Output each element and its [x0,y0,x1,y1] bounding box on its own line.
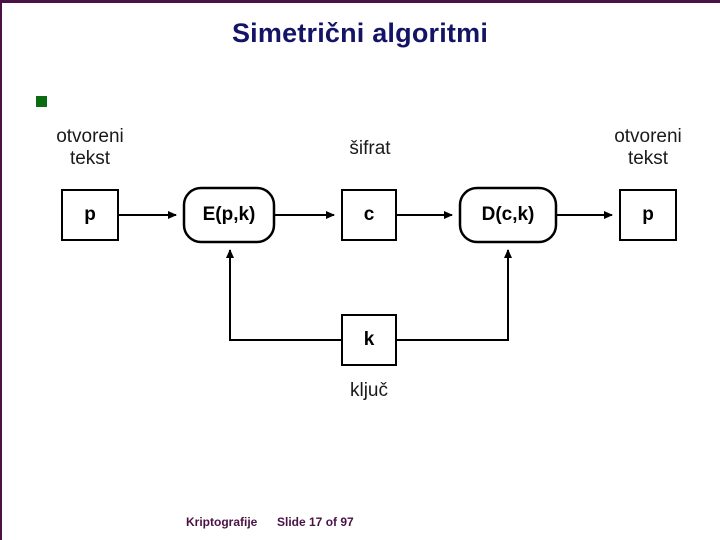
page-title: Simetrični algoritmi [231,18,489,48]
diagram-svg [61,186,677,366]
slide-top-border [0,0,720,3]
arrow-key-to-encrypt [226,249,342,341]
label-plaintext-left-line2: tekst [69,147,111,169]
label-key: ključ [349,380,388,401]
node-plaintext-in-box [61,189,119,241]
label-plaintext-right-line1: otvoreni [614,126,682,147]
node-plaintext-in-label: p [84,204,96,225]
label-plaintext-left-line1: otvoreni [56,126,124,147]
footer-course-name: Kriptografije [186,515,258,529]
label-ciphertext: šifrat [349,138,391,159]
label-plaintext-right-line2: tekst [627,147,669,169]
node-key-label: k [363,329,375,350]
node-plaintext-out-label: p [642,204,654,225]
node-plaintext-out-box [619,189,677,241]
label-plaintext-right: otvoreni tekst [596,126,700,170]
node-decrypt-label: D(c,k) [481,204,535,225]
slide-left-border [0,0,2,540]
square-bullet-icon [36,95,47,107]
node-encrypt-label: E(p,k) [202,204,256,225]
footer-slide-counter: Slide 17 of 97 [277,515,354,529]
slide-footer: Kriptografije Slide 17 of 97 [0,512,720,534]
bullet-list-item [36,94,59,108]
symmetric-algorithm-diagram: p E(p,k) c D(c,k) p k otvoreni tekst šif… [0,118,720,428]
label-plaintext-left: otvoreni tekst [38,126,142,170]
node-ciphertext-label: c [363,204,375,225]
arrow-key-to-decrypt [396,249,512,341]
